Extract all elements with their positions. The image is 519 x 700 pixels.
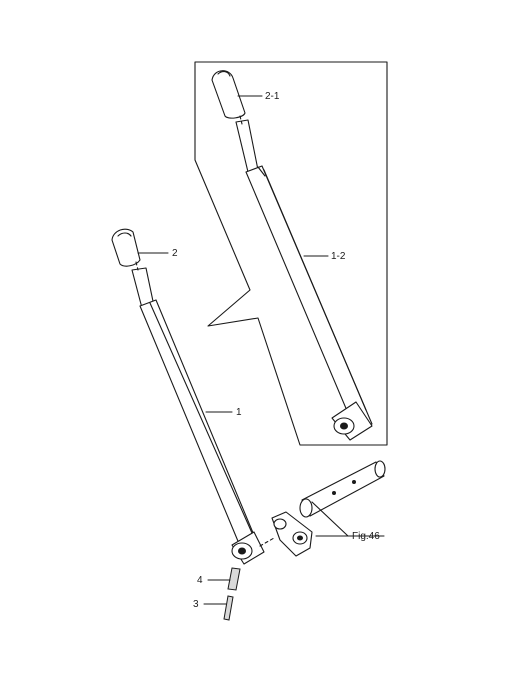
assembly-lines: [135, 115, 275, 547]
pin-3: [223, 595, 234, 621]
pin-4: [227, 567, 241, 591]
lever-1: [131, 267, 265, 565]
shaft-fig-46: [299, 460, 386, 518]
callout-2-1: 2-1: [265, 91, 280, 102]
callout-1: 1: [236, 407, 242, 418]
callout-3: 3: [193, 599, 199, 610]
callout-2: 2: [172, 248, 178, 259]
callout-4: 4: [197, 575, 203, 586]
leader-lines: [137, 95, 385, 605]
bracket-plate: [271, 511, 313, 557]
callout-fig-46: Fig.46: [352, 531, 380, 542]
callout-1-2: 1-2: [331, 251, 346, 262]
inset-frame: [194, 61, 388, 446]
lever-1-2: [235, 119, 373, 441]
knob-2: [111, 228, 141, 267]
knob-2-1: [211, 70, 246, 119]
